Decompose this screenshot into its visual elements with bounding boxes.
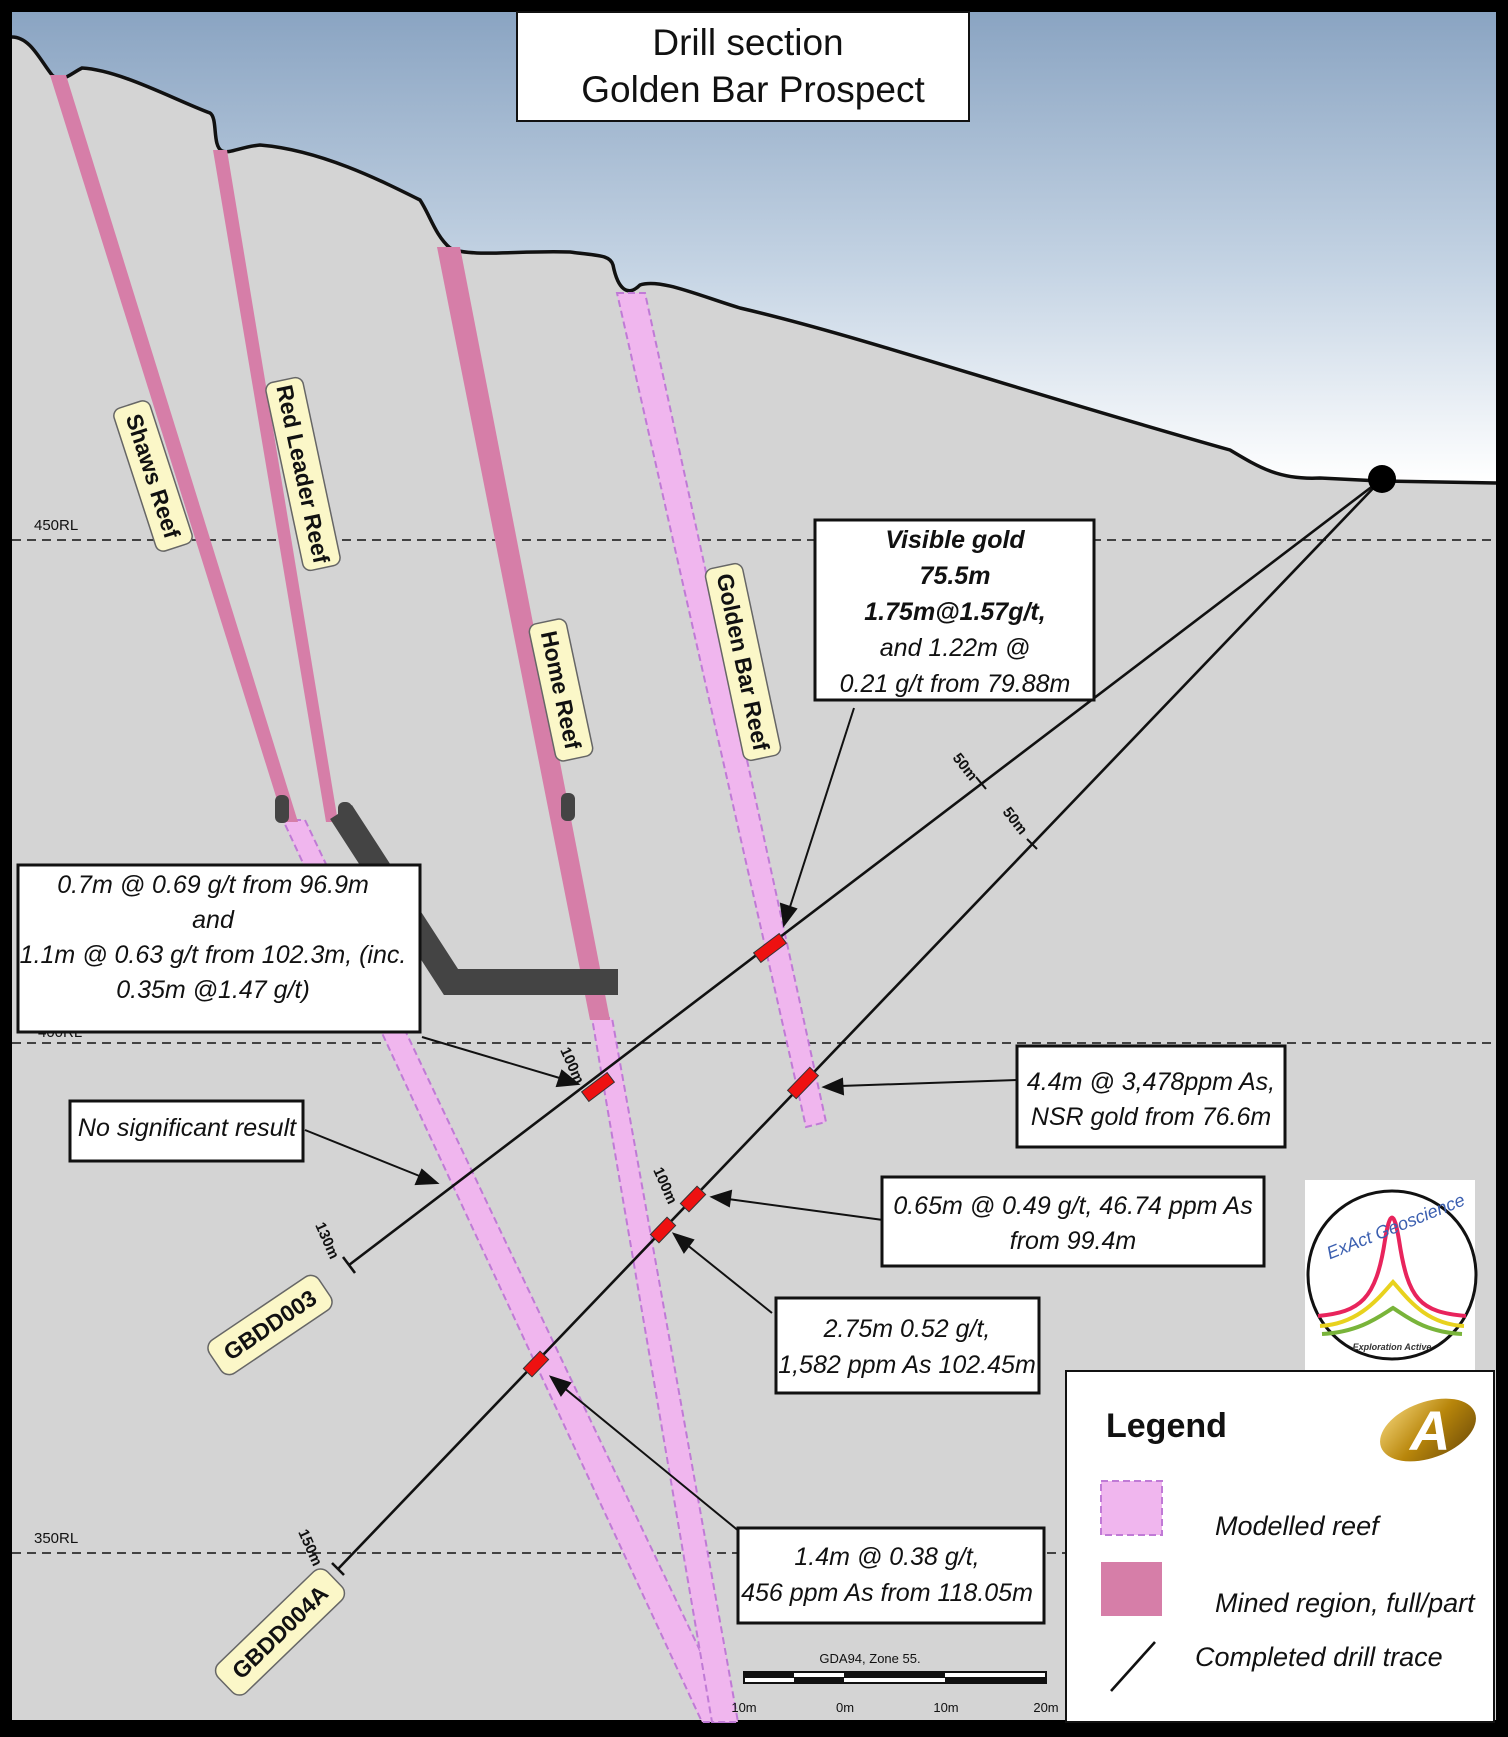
intercept-102m [649, 1216, 677, 1244]
logo-tagline: Exploration Active [1353, 1342, 1432, 1352]
callout-hit-99-l2: from 99.4m [1010, 1227, 1136, 1255]
topography-line [11, 35, 1497, 485]
callout-home-reef-l2: and [192, 906, 235, 934]
modelled-reef-shaws [281, 819, 736, 1723]
end-of-hole-gbdd003 [341, 1256, 357, 1274]
legend-a-logo-icon: A [1380, 1398, 1476, 1462]
workings-stub-home [561, 793, 575, 821]
scale-bar: GDA94, Zone 55. 10m 0m 10m 20m [731, 1651, 1058, 1715]
title-box: Drill section Golden Bar Prospect [516, 11, 970, 122]
legend-item-mined-region: Mined region, full/part [1215, 1588, 1476, 1618]
legend-title: Legend [1106, 1407, 1227, 1445]
legend-item-modelled-reef: Modelled reef [1215, 1511, 1381, 1541]
callout-home-reef-l1: 0.7m @ 0.69 g/t from 96.9m [57, 871, 369, 899]
intercept-arsenic-nsr [786, 1066, 820, 1100]
rl-350-label: 350RL [34, 1530, 78, 1547]
intercept-home-reef [580, 1071, 616, 1103]
legend-item-drill-trace: Completed drill trace [1195, 1642, 1443, 1672]
end-of-hole-gbdd004a [331, 1562, 345, 1576]
callout-visible-gold: Visible gold 75.5m 1.75m@1.57g/t, and 1.… [813, 518, 1096, 702]
callout-arsenic-nsr: 4.4m @ 3,478ppm As, NSR gold from 76.6m [1015, 1044, 1287, 1149]
mined-reef-red-leader [213, 150, 338, 822]
callout-hit-99: 0.65m @ 0.49 g/t, 46.74 ppm As from 99.4… [880, 1175, 1266, 1268]
callout-arsenic-l2: NSR gold from 76.6m [1031, 1103, 1271, 1131]
scale-label-3: 20m [1033, 1700, 1058, 1715]
scale-label-0: 10m [731, 1700, 756, 1715]
legend-swatch-mined-region [1101, 1562, 1162, 1616]
callout-hit-118-l2: 456 ppm As from 118.05m [741, 1579, 1033, 1607]
collar-marker [1368, 465, 1396, 493]
callout-hit-102: 2.75m 0.52 g/t, 1,582 ppm As 102.45m [774, 1296, 1041, 1395]
callout-home-reef-hit: 0.7m @ 0.69 g/t from 96.9m and 1.1m @ 0.… [16, 863, 422, 1034]
callout-visible-gold-l3: 1.75m@1.57g/t, [864, 598, 1045, 626]
callout-hit-118-l1: 1.4m @ 0.38 g/t, [794, 1543, 979, 1571]
scale-label-1: 0m [836, 1700, 854, 1715]
callout-home-reef-l3: 1.1m @ 0.63 g/t from 102.3m, (inc. [20, 941, 407, 969]
svg-text:A: A [1408, 1399, 1450, 1462]
modelled-reef-golden-bar [615, 292, 828, 1129]
callout-leaders [304, 707, 1018, 1533]
mined-reef-home [437, 247, 610, 1020]
callout-home-reef-l4: 0.35m @1.47 g/t) [116, 976, 310, 1004]
callout-hit-102-l2: 1,582 ppm As 102.45m [778, 1351, 1036, 1379]
callout-visible-gold-l5: 0.21 g/t from 79.88m [840, 670, 1071, 698]
scale-label-2: 10m [933, 1700, 958, 1715]
workings-stub-shaws [275, 795, 289, 823]
callout-nsr-l1: No significant result [78, 1114, 297, 1142]
scale-projection: GDA94, Zone 55. [819, 1651, 920, 1666]
rl-450-label: 450RL [34, 517, 78, 534]
title-line-2: Golden Bar Prospect [581, 69, 925, 110]
legend: Legend A Modelled reef Mined region, ful… [1065, 1370, 1495, 1723]
intercept-99m [679, 1185, 707, 1213]
drill-trace-gbdd004a [337, 478, 1383, 1570]
callout-visible-gold-l2: 75.5m [920, 562, 991, 590]
tick-gbdd004a-50 [1026, 838, 1038, 850]
intercept-118m [522, 1350, 550, 1378]
tick-gbdd003-50 [975, 776, 987, 790]
exact-geoscience-logo: ExAct Geoscience Exploration Active [1305, 1180, 1478, 1370]
legend-swatch-drill-trace [1110, 1641, 1156, 1692]
drill-trace-gbdd003 [348, 477, 1383, 1267]
legend-swatch-modelled-reef [1100, 1480, 1163, 1536]
callout-nsr: No significant result [68, 1099, 305, 1163]
callout-arsenic-l1: 4.4m @ 3,478ppm As, [1027, 1068, 1275, 1096]
callout-visible-gold-l4: and 1.22m @ [880, 634, 1030, 662]
callout-hit-118: 1.4m @ 0.38 g/t, 456 ppm As from 118.05m [736, 1526, 1046, 1625]
title-line-1: Drill section [652, 22, 843, 63]
mined-reef-shaws [50, 75, 298, 822]
workings-stub-red-leader [338, 802, 352, 830]
callout-visible-gold-l1: Visible gold [885, 526, 1025, 554]
intercept-visible-gold [752, 932, 788, 964]
callout-hit-99-l1: 0.65m @ 0.49 g/t, 46.74 ppm As [893, 1192, 1252, 1220]
callout-hit-102-l1: 2.75m 0.52 g/t, [823, 1315, 991, 1343]
